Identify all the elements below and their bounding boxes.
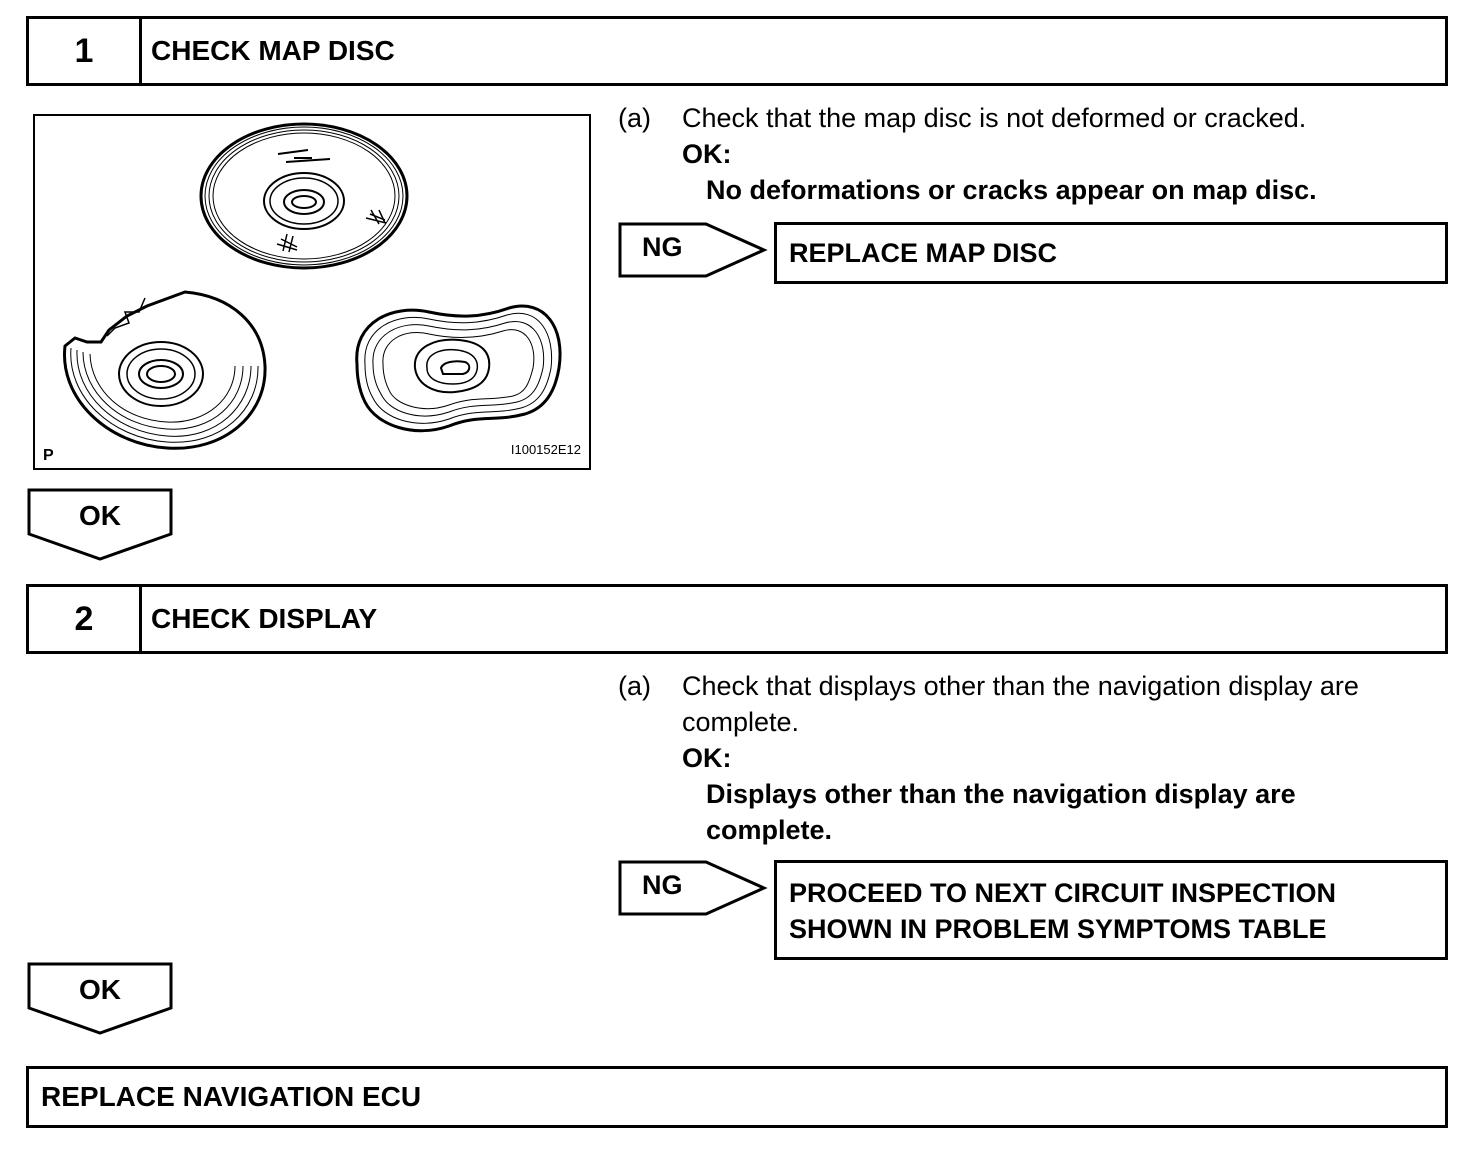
intact-disc-icon: [199, 122, 409, 270]
step2-number: 2: [29, 587, 142, 651]
step2-ng-result-line2: SHOWN IN PROBLEM SYMPTOMS TABLE: [789, 914, 1327, 944]
step2-ok-detail-line2: complete.: [706, 815, 833, 845]
step1-item-marker: (a): [618, 103, 651, 133]
step2-ok-label: OK:: [682, 743, 732, 773]
step1-number: 1: [29, 19, 142, 83]
step2-ng-label: NG: [642, 870, 683, 900]
figure-corner-label: P: [43, 447, 54, 464]
step2-ok-arrow-label: OK: [79, 974, 121, 1005]
figure-code: I100152E12: [511, 442, 581, 457]
step2-ng-arrow: NG: [618, 860, 768, 916]
step2-ng-result-line1: PROCEED TO NEXT CIRCUIT INSPECTION: [789, 878, 1337, 908]
step2-ok-arrow: OK: [27, 962, 175, 1036]
step1-ng-result-text: REPLACE MAP DISC: [789, 238, 1058, 268]
step1-header: 1 CHECK MAP DISC: [26, 16, 1448, 86]
step2-title: CHECK DISPLAY: [151, 603, 378, 634]
step1-ng-result: REPLACE MAP DISC: [774, 222, 1448, 284]
cracked-disc-icon: [63, 290, 267, 450]
step1-instruction: Check that the map disc is not deformed …: [682, 103, 1307, 133]
final-action-title: REPLACE NAVIGATION ECU: [41, 1081, 422, 1112]
step2-ok-detail-line1: Displays other than the navigation displ…: [706, 779, 1296, 809]
step1-ok-arrow-label: OK: [79, 500, 121, 531]
final-action-box: REPLACE NAVIGATION ECU: [26, 1066, 1448, 1128]
step2-item-marker: (a): [618, 671, 651, 701]
step1-ng-label: NG: [642, 232, 683, 262]
step2-instruction-line2: complete.: [682, 707, 800, 737]
map-disc-illustration: P I100152E12: [33, 114, 591, 470]
deformed-disc-icon: [355, 304, 562, 433]
step2-instruction-line1: Check that displays other than the navig…: [682, 671, 1359, 701]
step2-ng-result: PROCEED TO NEXT CIRCUIT INSPECTION SHOWN…: [774, 860, 1448, 960]
step2-header: 2 CHECK DISPLAY: [26, 584, 1448, 654]
step1-ok-detail: No deformations or cracks appear on map …: [706, 175, 1317, 205]
step1-ok-label: OK:: [682, 139, 732, 169]
step1-ng-arrow: NG: [618, 222, 768, 278]
step1-title: CHECK MAP DISC: [151, 35, 395, 66]
step1-ok-arrow: OK: [27, 488, 175, 562]
discs-figure: P I100152E12: [43, 122, 581, 464]
